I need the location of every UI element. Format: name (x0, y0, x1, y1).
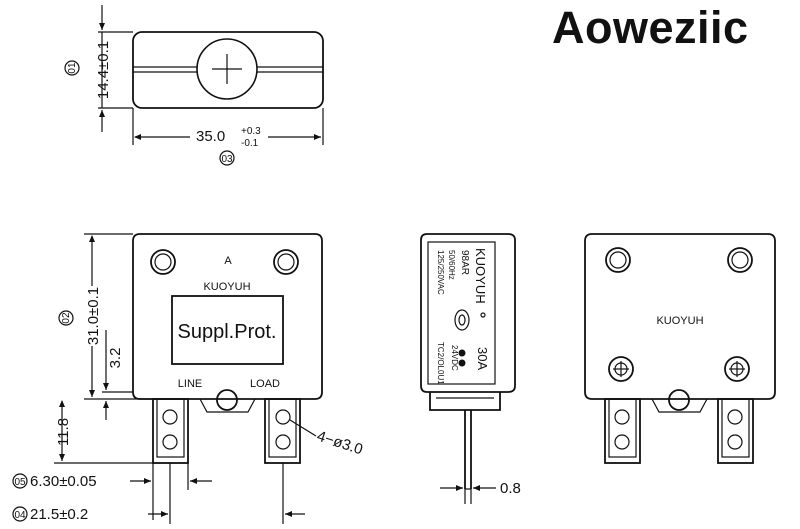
top-width-dim: 35.0 (196, 128, 225, 145)
back-brand-label: KUOYUH (656, 315, 703, 327)
side-freq: 50/60Hz (447, 250, 456, 280)
brand-title: Aoweziic (552, 2, 749, 53)
load-label: LOAD (250, 378, 280, 390)
front-height-dim: 31.0±0.1 (85, 287, 102, 345)
top-width-tol-plus: +0.3 (241, 126, 261, 137)
callout-05: 05 (14, 477, 26, 488)
top-height-dim: 14.4±0.1 (95, 41, 112, 99)
front-view-body (132, 233, 323, 400)
hole-callout: 4−ø3.0 (315, 428, 365, 459)
top-view: 14.4±0.1 01 35.0 +0.3 -0.1 03 (64, 5, 324, 166)
top-view-body (132, 31, 324, 109)
callout-circle-04 (12, 506, 28, 522)
callout-circle-02 (58, 310, 74, 326)
side-view-body (420, 233, 516, 393)
display-window (171, 295, 284, 365)
callout-circle-03 (219, 150, 235, 166)
front-view: A KUOYUH Suppl.Prot. LINE LOAD 4−ø3.0 31… (12, 233, 365, 524)
side-brand: KUOYUH (473, 248, 488, 304)
side-code: TC2/OL0U1 (436, 342, 445, 385)
side-voltage-ac: 125/250VAC (436, 250, 445, 295)
rivet-right-icon (724, 356, 750, 382)
terminal-load (264, 398, 301, 464)
side-voltage-dc: 24VDC (450, 345, 459, 371)
mount-hole-left (150, 249, 176, 275)
callout-04: 04 (14, 510, 26, 521)
line-label: LINE (178, 378, 202, 390)
callout-02: 02 (61, 312, 72, 324)
ul-mark-icon (458, 349, 466, 367)
thickness-dim: 0.8 (500, 480, 521, 497)
display-text: Suppl.Prot. (178, 321, 277, 343)
side-label-panel (427, 241, 496, 385)
mount-hole-right (273, 249, 299, 275)
terminal-width-dim: 6.30±0.05 (30, 473, 97, 490)
front-offset-dim: 3.2 (107, 348, 124, 369)
back-view-body (584, 233, 776, 400)
rivet-left-icon (608, 356, 634, 382)
back-view: KUOYUH (584, 233, 776, 464)
top-width-tol-minus: -0.1 (241, 138, 259, 149)
callout-circle-01 (64, 60, 80, 76)
callout-circle-05 (12, 473, 28, 489)
center-boss (216, 389, 238, 411)
terminal-line (152, 398, 189, 464)
terminal-spacing-dim: 21.5±0.2 (30, 506, 88, 523)
front-rating-letter: A (224, 255, 232, 267)
callout-03: 03 (221, 154, 233, 165)
terminal-height-dim: 11.8 (55, 418, 72, 446)
front-brand-label: KUOYUH (203, 281, 250, 293)
side-current: 30A (475, 347, 490, 370)
cert-mark-icon (454, 309, 470, 331)
side-view: KUOYUH 98AR 50/60Hz 125/250VAC 30A 24VDC… (420, 233, 521, 504)
side-model: 98AR (459, 250, 470, 275)
callout-01: 01 (67, 62, 78, 74)
